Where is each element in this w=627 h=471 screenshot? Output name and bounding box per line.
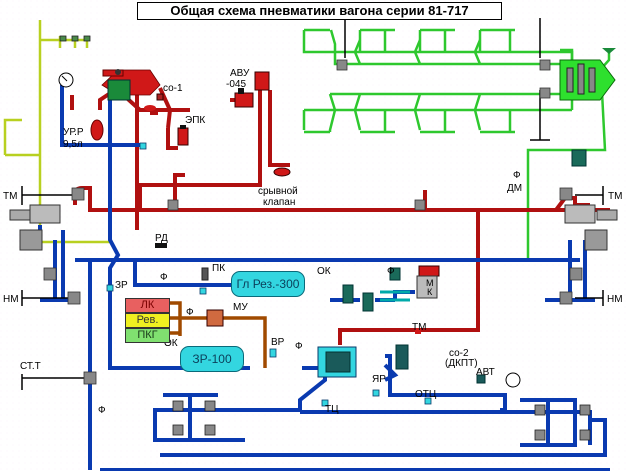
pressure-regulator-icon bbox=[155, 243, 167, 248]
nm-right-label: НМ bbox=[607, 294, 623, 305]
horn-valves bbox=[59, 35, 91, 42]
ok1-label: ОК bbox=[317, 266, 331, 277]
epk-valve-icon bbox=[177, 127, 189, 146]
relay-valve-icon bbox=[395, 344, 409, 370]
rd-label: РД bbox=[155, 233, 168, 244]
end-cock-icon bbox=[43, 267, 57, 281]
avu-label: АВУ bbox=[230, 68, 250, 79]
brake-cylinder-icon bbox=[204, 400, 216, 412]
coupler-left-icon bbox=[9, 204, 61, 251]
nm-left-label: НМ bbox=[3, 294, 19, 305]
mu-label: МУ bbox=[233, 302, 248, 313]
diagram-title: Общая схема пневматики вагона серии 81-7… bbox=[137, 2, 502, 20]
f4-label: Ф bbox=[387, 266, 395, 277]
mk-label-2: К bbox=[427, 287, 433, 297]
brake-cylinder-icon bbox=[579, 404, 591, 416]
mk-label-1: М bbox=[426, 278, 434, 288]
vr-label: ВР bbox=[271, 337, 285, 348]
spare-reservoir: ЗР-100 bbox=[180, 346, 244, 372]
coupler-right-icon bbox=[564, 204, 618, 251]
brake-gauge-icon bbox=[505, 372, 521, 388]
valve-box-pkg: ПКГ bbox=[125, 328, 170, 343]
avu-num-label: -045 bbox=[226, 79, 247, 90]
f3-label: Ф bbox=[295, 341, 303, 352]
equalizing-reservoir-icon bbox=[90, 119, 104, 141]
emergency-valve-icon bbox=[273, 167, 291, 177]
brake-cylinder-icon bbox=[204, 424, 216, 436]
f-dm-label: Ф bbox=[513, 170, 521, 181]
brake-cylinder-icon bbox=[172, 400, 184, 412]
oil-separator-icon bbox=[362, 292, 374, 312]
brake-cylinder-icon bbox=[579, 429, 591, 441]
valve-box-lk: ЛК bbox=[125, 298, 170, 313]
end-cock-icon bbox=[71, 187, 85, 201]
cock-icon bbox=[414, 199, 426, 211]
valve-box-rev: Рев. bbox=[125, 313, 170, 328]
tm-right-label: ТМ bbox=[608, 191, 623, 202]
so1-label: со-1 bbox=[163, 83, 183, 94]
dm-label: ДМ bbox=[507, 183, 523, 194]
oil-separator-icon bbox=[342, 284, 354, 304]
tc-label: ТЦ bbox=[325, 404, 339, 415]
compressor-icon bbox=[380, 265, 440, 302]
brake-cylinder-icon bbox=[534, 429, 546, 441]
end-cock-icon bbox=[559, 291, 573, 305]
f-left-label: Ф bbox=[98, 405, 106, 416]
avt-label: АВТ bbox=[476, 367, 495, 378]
cock-icon bbox=[167, 199, 179, 211]
stop-cock-icon bbox=[83, 371, 97, 385]
so2-label: со-2 bbox=[449, 348, 469, 359]
avu-valve-icon bbox=[234, 92, 254, 108]
ur-r-volume-label: 9,5л bbox=[63, 139, 83, 150]
zr-label: ЗР bbox=[115, 280, 128, 291]
f2-label: Ф bbox=[186, 307, 194, 318]
st-t-label: СТ.Т bbox=[20, 361, 41, 372]
end-cock-icon bbox=[559, 187, 573, 201]
main-reservoir: Гл Рез.-300 bbox=[231, 271, 305, 297]
ur-r-label: УР.Р bbox=[63, 127, 84, 138]
emergency-valve-label-2: клапан bbox=[263, 197, 296, 208]
ok2-label: ОК bbox=[164, 338, 178, 349]
distributor-block-icon bbox=[559, 48, 616, 101]
yar-label: ЯР bbox=[372, 374, 386, 385]
brake-cylinder-icon bbox=[534, 404, 546, 416]
pk-label: ПК bbox=[212, 263, 226, 274]
emergency-valve-label-1: срывной bbox=[258, 186, 298, 197]
pressure-switch-icon bbox=[571, 149, 587, 167]
tm-mid-label: ТМ bbox=[412, 322, 427, 333]
end-cock-icon bbox=[569, 267, 583, 281]
epk-label: ЭПК bbox=[185, 115, 206, 126]
f1-label: Ф bbox=[160, 272, 168, 283]
driver-valve-icon bbox=[101, 69, 161, 111]
brake-cylinder-icon bbox=[172, 424, 184, 436]
end-cock-icon bbox=[67, 291, 81, 305]
otc-label: ОТЦ bbox=[415, 389, 437, 400]
tm-left-label: ТМ bbox=[3, 191, 18, 202]
dkpt-label: (ДКПТ) bbox=[445, 358, 478, 369]
mu-valve-icon bbox=[206, 309, 224, 327]
